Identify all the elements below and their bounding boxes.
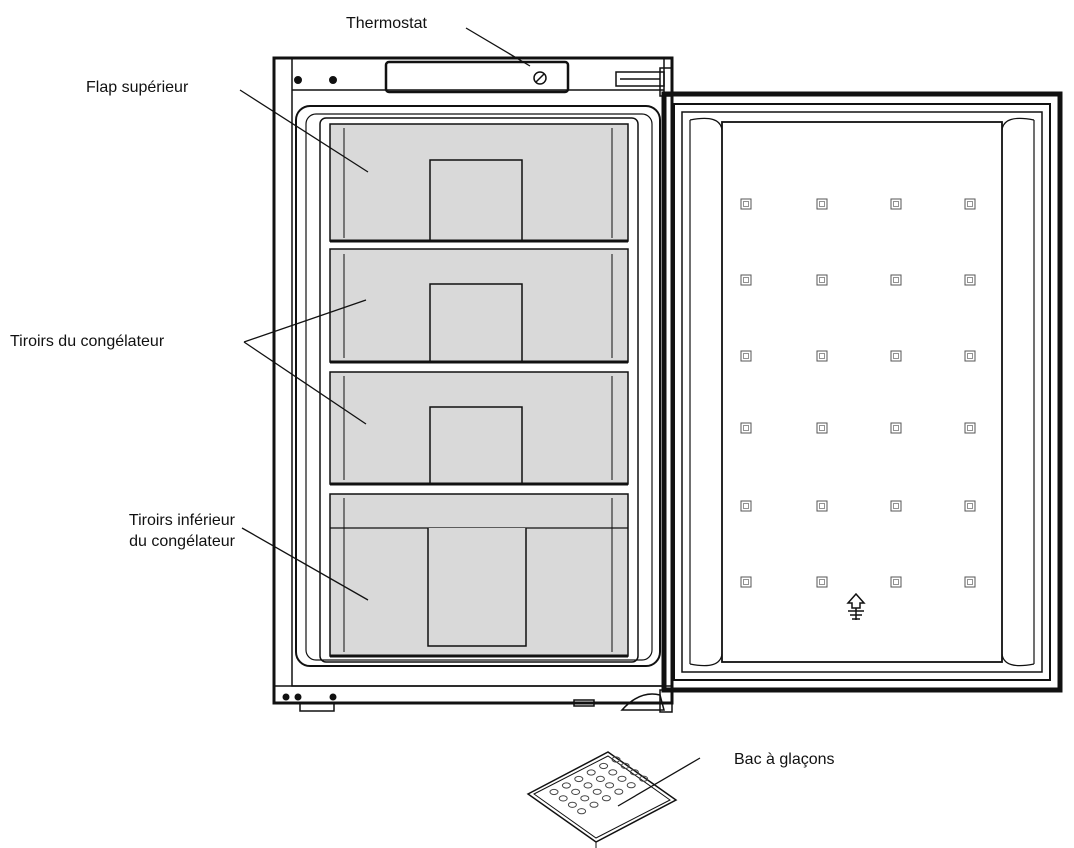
drawer-leader-bottom bbox=[243, 341, 367, 425]
ice-cube-cell bbox=[639, 775, 649, 782]
ice-cube-cell bbox=[549, 788, 559, 796]
ice-tray-cells bbox=[549, 756, 649, 815]
door-studs-grid bbox=[740, 198, 976, 588]
door-stud bbox=[816, 274, 828, 286]
door-stud bbox=[964, 274, 976, 286]
ice-cube-cell bbox=[571, 788, 581, 796]
thermostat-label: Thermostat bbox=[346, 15, 427, 32]
inner-compartment bbox=[295, 105, 661, 667]
bac-glacons-label: Bac à glaçons bbox=[734, 751, 835, 768]
ice-cube-cell bbox=[605, 782, 615, 789]
door-stud bbox=[890, 350, 902, 362]
door-stud bbox=[964, 500, 976, 512]
ice-cube-cell bbox=[629, 769, 639, 776]
door-stud bbox=[964, 350, 976, 362]
cabinet bbox=[272, 56, 674, 713]
door-stud bbox=[816, 198, 828, 210]
ice-cube-cell bbox=[601, 795, 611, 802]
door-stud bbox=[890, 576, 902, 588]
top-flap bbox=[329, 123, 629, 243]
ice-cube-cell bbox=[561, 782, 571, 789]
ice-cube-cell bbox=[558, 795, 568, 802]
leader-lines bbox=[239, 27, 701, 807]
door-stud bbox=[964, 576, 976, 588]
ice-cube-cell bbox=[614, 788, 624, 795]
ice-cube-cell bbox=[611, 756, 621, 763]
tiroirs-inferieur-label: Tiroirs inférieur du congélateur bbox=[70, 510, 235, 552]
freezer-drawer-2 bbox=[329, 371, 629, 486]
door-stud bbox=[740, 422, 752, 434]
ice-cube-cell bbox=[617, 775, 627, 782]
door-stud bbox=[890, 500, 902, 512]
tiroirs-inferieur-line1: Tiroirs inférieur bbox=[128, 512, 235, 529]
ice-cube-cell bbox=[589, 801, 599, 808]
door-stud bbox=[740, 274, 752, 286]
door-stud bbox=[890, 422, 902, 434]
tiroirs-inferieur-line2: du congélateur bbox=[129, 533, 235, 550]
freezer-drawer-1 bbox=[329, 248, 629, 364]
ice-cube-cell bbox=[592, 788, 602, 795]
door-stud bbox=[816, 576, 828, 588]
door-stud bbox=[740, 500, 752, 512]
bottom-freezer-drawer bbox=[329, 493, 629, 658]
ice-cube-cell bbox=[567, 801, 577, 808]
ice-tray-leader bbox=[617, 757, 701, 807]
ice-cube-cell bbox=[626, 782, 636, 789]
door-stud bbox=[740, 198, 752, 210]
door-stud bbox=[964, 198, 976, 210]
flap-leader bbox=[239, 89, 369, 173]
ice-cube-tray bbox=[526, 751, 678, 848]
thermostat-housing bbox=[384, 60, 570, 94]
door-stud bbox=[740, 576, 752, 588]
door-stud bbox=[890, 274, 902, 286]
ice-cube-cell bbox=[620, 762, 630, 770]
tiroirs-congelateur-label: Tiroirs du congélateur bbox=[10, 333, 165, 350]
ice-cube-cell bbox=[577, 808, 587, 815]
door-stud bbox=[964, 422, 976, 434]
door-stud bbox=[890, 198, 902, 210]
ice-cube-cell bbox=[580, 795, 590, 802]
ice-cube-cell bbox=[608, 769, 618, 776]
ice-cube-cell bbox=[583, 782, 593, 789]
ice-cube-cell bbox=[574, 775, 584, 783]
ice-cube-cell bbox=[586, 769, 596, 776]
ice-cube-cell bbox=[599, 762, 609, 770]
thermostat-leader bbox=[465, 27, 531, 67]
thermostat-knob-icon bbox=[533, 71, 547, 85]
ice-cube-cell bbox=[595, 775, 605, 783]
flap-superieur-label: Flap supérieur bbox=[86, 79, 189, 96]
door-stud bbox=[816, 422, 828, 434]
drawer-leader-top bbox=[243, 299, 367, 343]
door-stud bbox=[816, 500, 828, 512]
door-stud bbox=[740, 350, 752, 362]
bottom-drawer-leader bbox=[241, 527, 369, 601]
freezer-door bbox=[661, 91, 1063, 693]
door-stud bbox=[816, 350, 828, 362]
freezer-snowflake-symbol-icon bbox=[846, 592, 866, 620]
